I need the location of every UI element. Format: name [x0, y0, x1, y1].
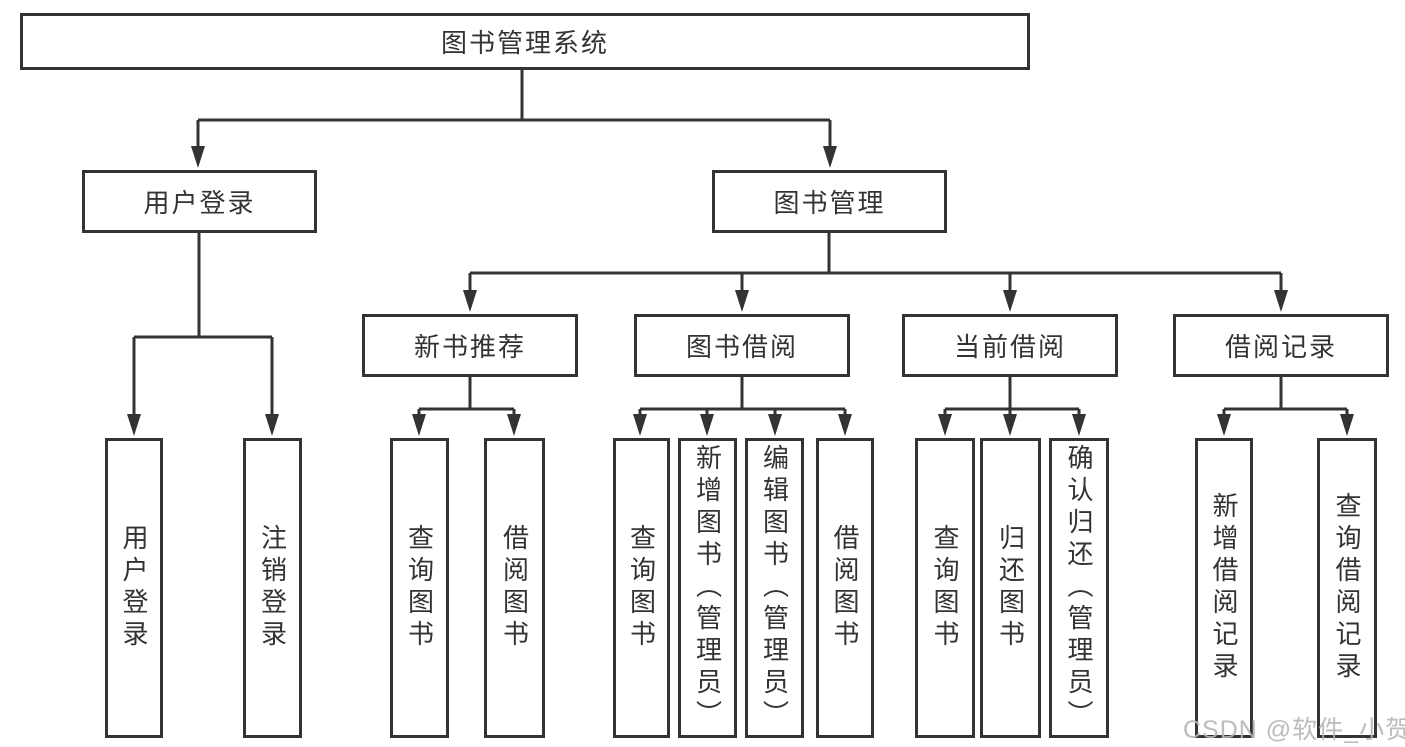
node-current-borrow: 当前借阅	[902, 314, 1118, 377]
leaf-add-books-admin: 新增图书（管理员）	[678, 438, 737, 738]
node-label: 新增借阅记录	[1209, 492, 1239, 684]
node-new-book-recommend: 新书推荐	[362, 314, 578, 377]
node-label: 用户登录	[119, 524, 149, 652]
node-label: 新书推荐	[413, 332, 526, 362]
leaf-logout: 注销登录	[243, 438, 302, 738]
node-label: 注销登录	[257, 524, 288, 652]
node-label: 图书管理系统	[440, 28, 609, 58]
node-label: 借阅图书	[830, 524, 860, 652]
node-borrow-records: 借阅记录	[1173, 314, 1389, 377]
node-label: 查询图书	[626, 524, 657, 652]
node-label: 新增图书（管理员）	[692, 444, 723, 732]
leaf-query-books-recommend: 查询图书	[390, 438, 449, 738]
node-label: 归还图书	[995, 524, 1026, 652]
leaf-edit-books-admin: 编辑图书（管理员）	[745, 438, 804, 738]
node-user-login: 用户登录	[82, 170, 317, 233]
node-label: 图书管理	[773, 188, 886, 218]
leaf-query-borrow-record: 查询借阅记录	[1317, 438, 1377, 738]
node-label: 用户登录	[143, 188, 256, 218]
node-label: 编辑图书（管理员）	[759, 444, 790, 732]
leaf-confirm-return-admin: 确认归还（管理员）	[1049, 438, 1109, 738]
leaf-return-books: 归还图书	[980, 438, 1041, 738]
node-label: 查询借阅记录	[1332, 492, 1362, 684]
node-book-management: 图书管理	[712, 170, 947, 233]
node-book-borrow: 图书借阅	[634, 314, 850, 377]
node-label: 当前借阅	[953, 332, 1066, 362]
csdn-watermark: CSDN @软件_小贺同学	[1183, 716, 1405, 744]
leaf-user-login: 用户登录	[105, 438, 163, 738]
node-label: 借阅图书	[499, 524, 530, 652]
node-label: 图书借阅	[685, 332, 798, 362]
leaf-add-borrow-record: 新增借阅记录	[1195, 438, 1253, 738]
node-label: 查询图书	[404, 524, 435, 652]
node-label: 查询图书	[930, 524, 960, 652]
leaf-query-books-current: 查询图书	[915, 438, 975, 738]
node-label: 借阅记录	[1224, 332, 1337, 362]
leaf-query-books-borrow: 查询图书	[613, 438, 670, 738]
node-root-system: 图书管理系统	[20, 13, 1030, 70]
leaf-borrow-books: 借阅图书	[816, 438, 874, 738]
leaf-borrow-books-recommend: 借阅图书	[484, 438, 545, 738]
node-label: 确认归还（管理员）	[1064, 444, 1094, 732]
